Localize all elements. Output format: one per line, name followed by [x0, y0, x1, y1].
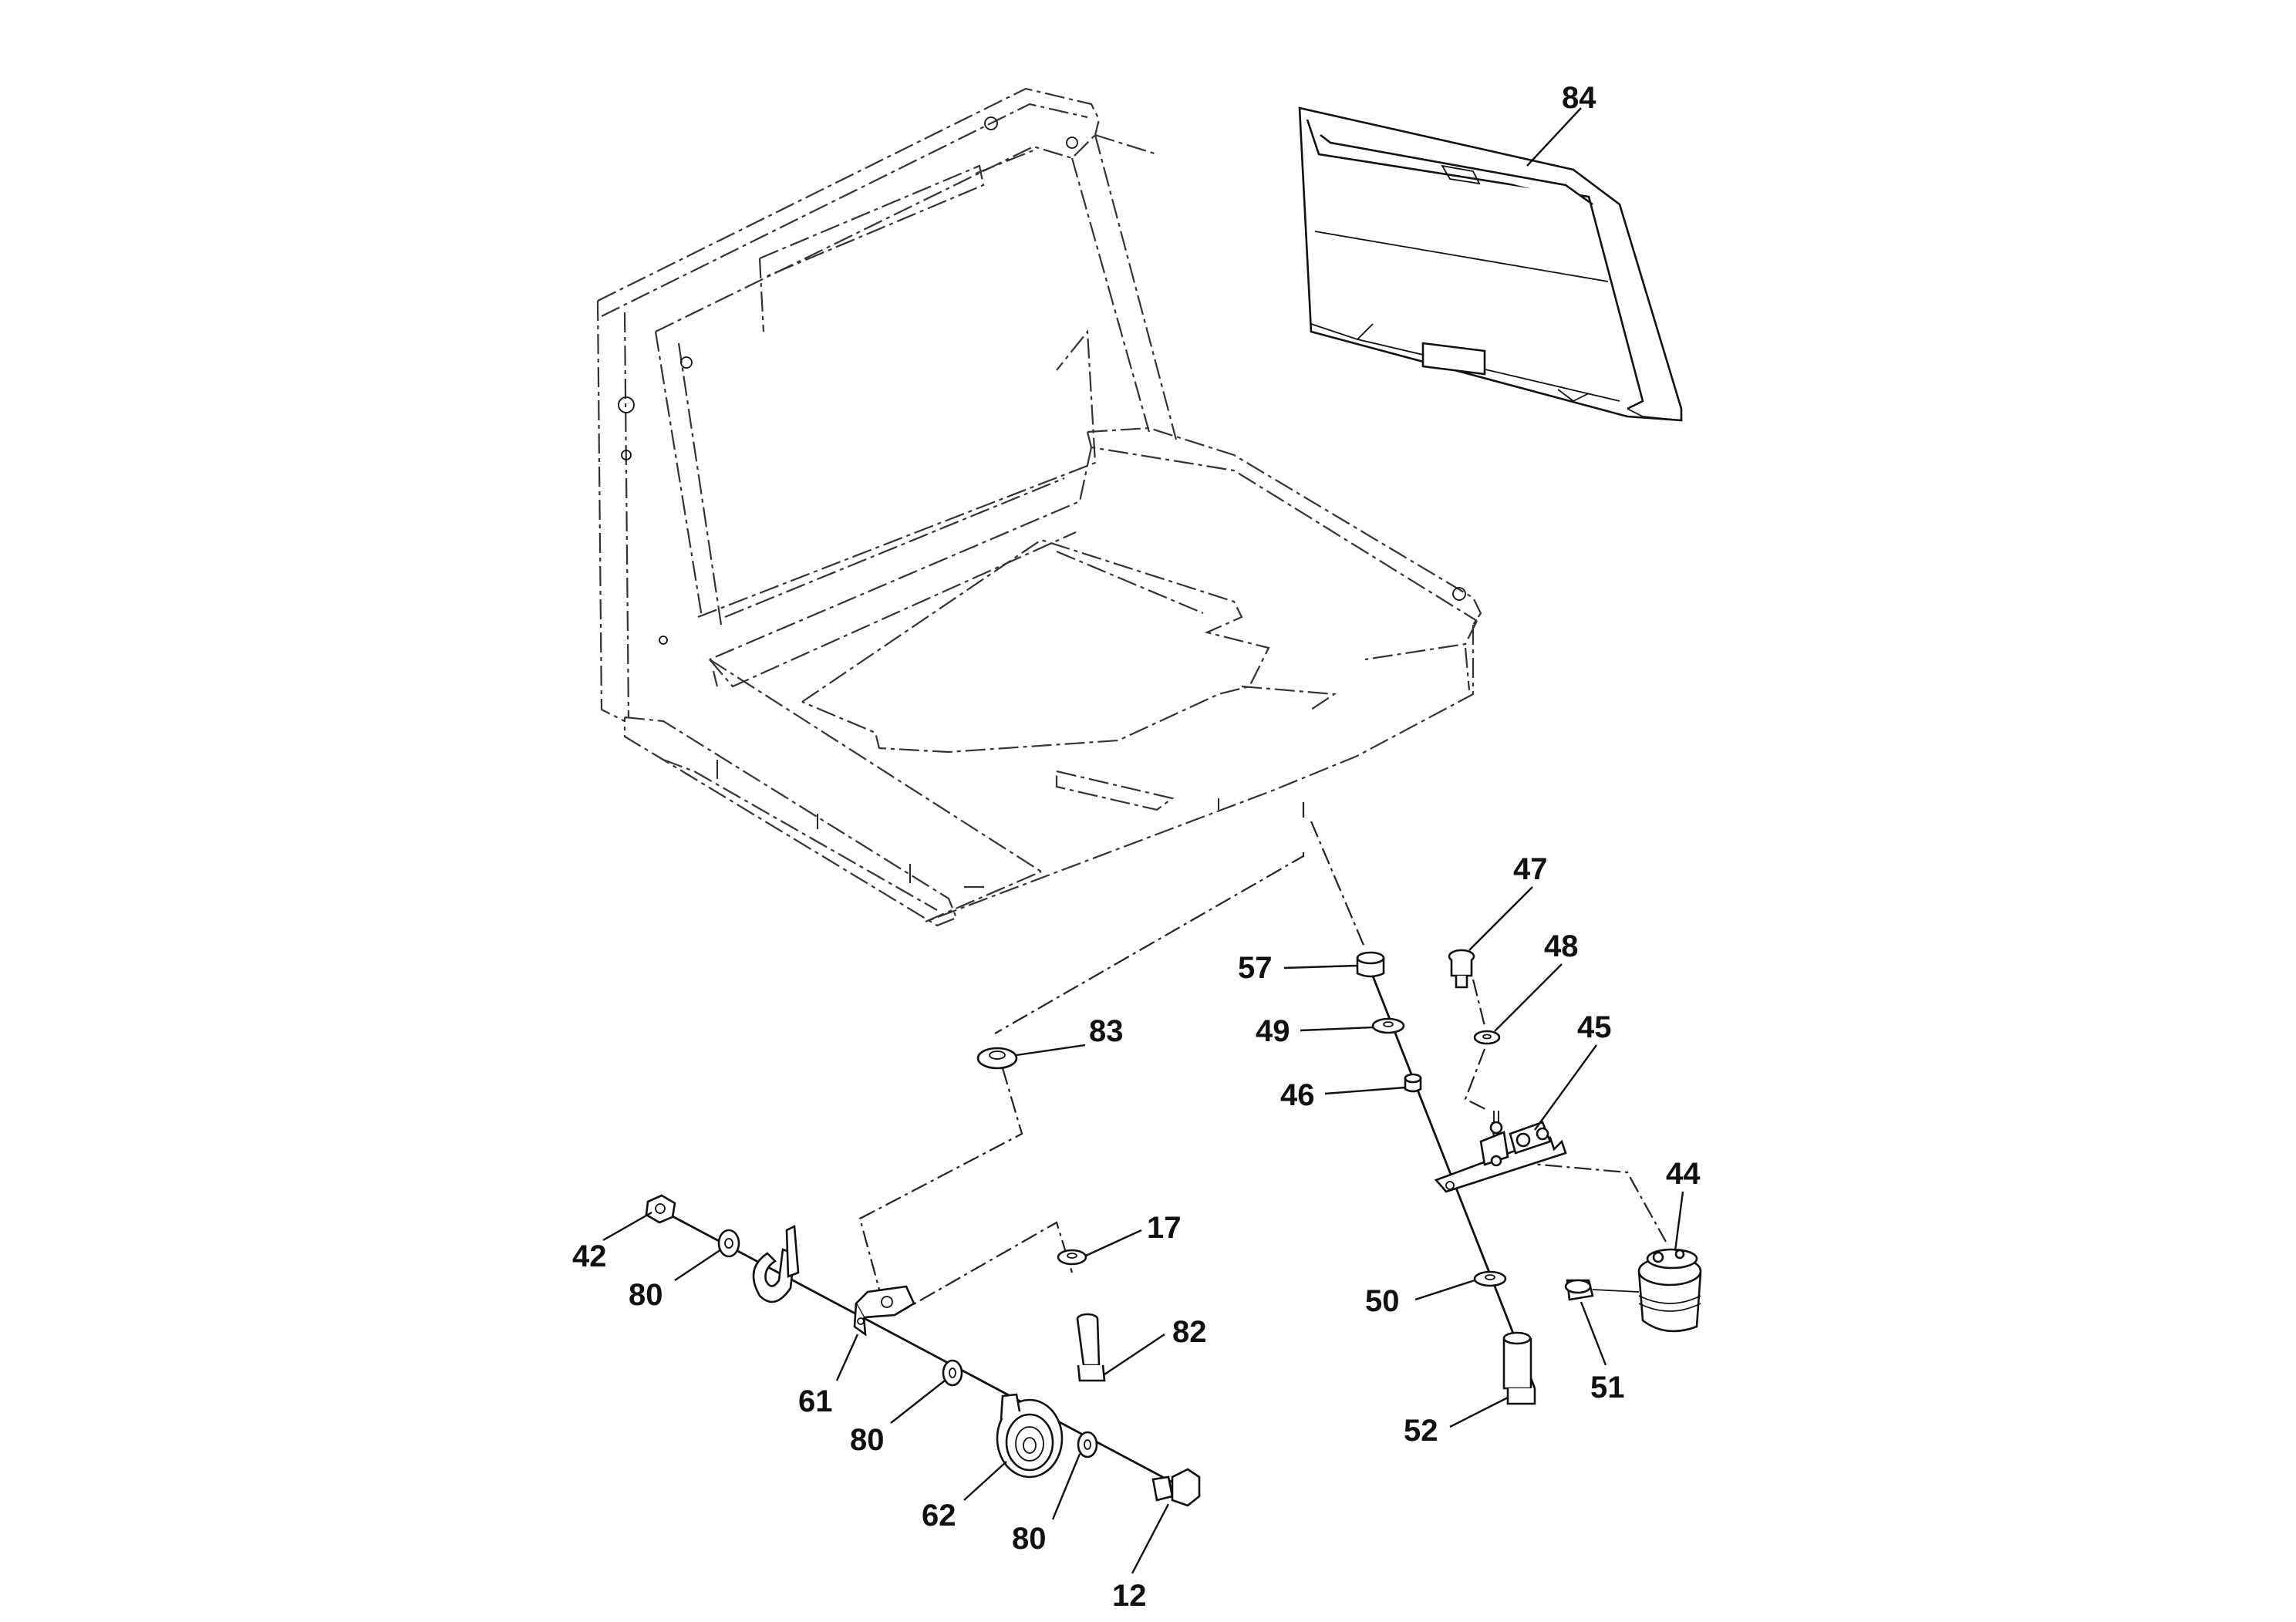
callout-46: 46 — [1280, 1078, 1315, 1112]
switch-bracket-45 — [1434, 1111, 1567, 1193]
washer-49 — [1371, 1017, 1405, 1034]
washer-50 — [1473, 1270, 1507, 1287]
screw-47 — [1448, 949, 1475, 989]
horn-assembly — [645, 1194, 1201, 1507]
callout-44: 44 — [1666, 1157, 1701, 1191]
callout-80-c: 80 — [1012, 1522, 1047, 1556]
washer-48 — [1473, 1030, 1501, 1045]
leader-lines — [602, 107, 1684, 1574]
callout-48: 48 — [1544, 929, 1579, 963]
callout-84: 84 — [1562, 81, 1596, 115]
washer-17 — [1057, 1249, 1087, 1266]
callout-47: 47 — [1513, 852, 1548, 886]
seat-cushion-84 — [1298, 106, 1683, 422]
bushing-46 — [1404, 1073, 1422, 1093]
switch-44 — [1637, 1248, 1702, 1333]
spacer-57 — [1356, 951, 1385, 978]
callout-45: 45 — [1577, 1010, 1612, 1044]
callout-12: 12 — [1112, 1579, 1147, 1613]
callout-83: 83 — [1089, 1014, 1124, 1048]
callout-labels: 84 83 57 49 46 47 48 45 44 50 51 52 42 8… — [572, 81, 1701, 1613]
callout-51: 51 — [1590, 1371, 1625, 1404]
bolt-82 — [1076, 1313, 1106, 1382]
callout-49: 49 — [1256, 1014, 1290, 1048]
callout-57: 57 — [1238, 951, 1273, 985]
explode-lines-left — [858, 802, 1305, 1316]
callout-17: 17 — [1147, 1211, 1182, 1245]
seat-frame-phantom — [596, 87, 1482, 927]
callout-61: 61 — [798, 1384, 833, 1418]
callout-52: 52 — [1404, 1414, 1438, 1448]
fitting-51 — [1564, 1279, 1640, 1301]
callout-42: 42 — [572, 1239, 607, 1273]
callout-50: 50 — [1365, 1284, 1400, 1318]
callout-80-a: 80 — [629, 1278, 663, 1312]
bolt-52 — [1502, 1331, 1536, 1405]
explode-lines-right — [1310, 821, 1667, 1389]
callout-80-b: 80 — [850, 1423, 885, 1457]
bushing-83 — [976, 1047, 1018, 1070]
callout-82: 82 — [1172, 1315, 1207, 1349]
callout-62: 62 — [922, 1499, 956, 1533]
